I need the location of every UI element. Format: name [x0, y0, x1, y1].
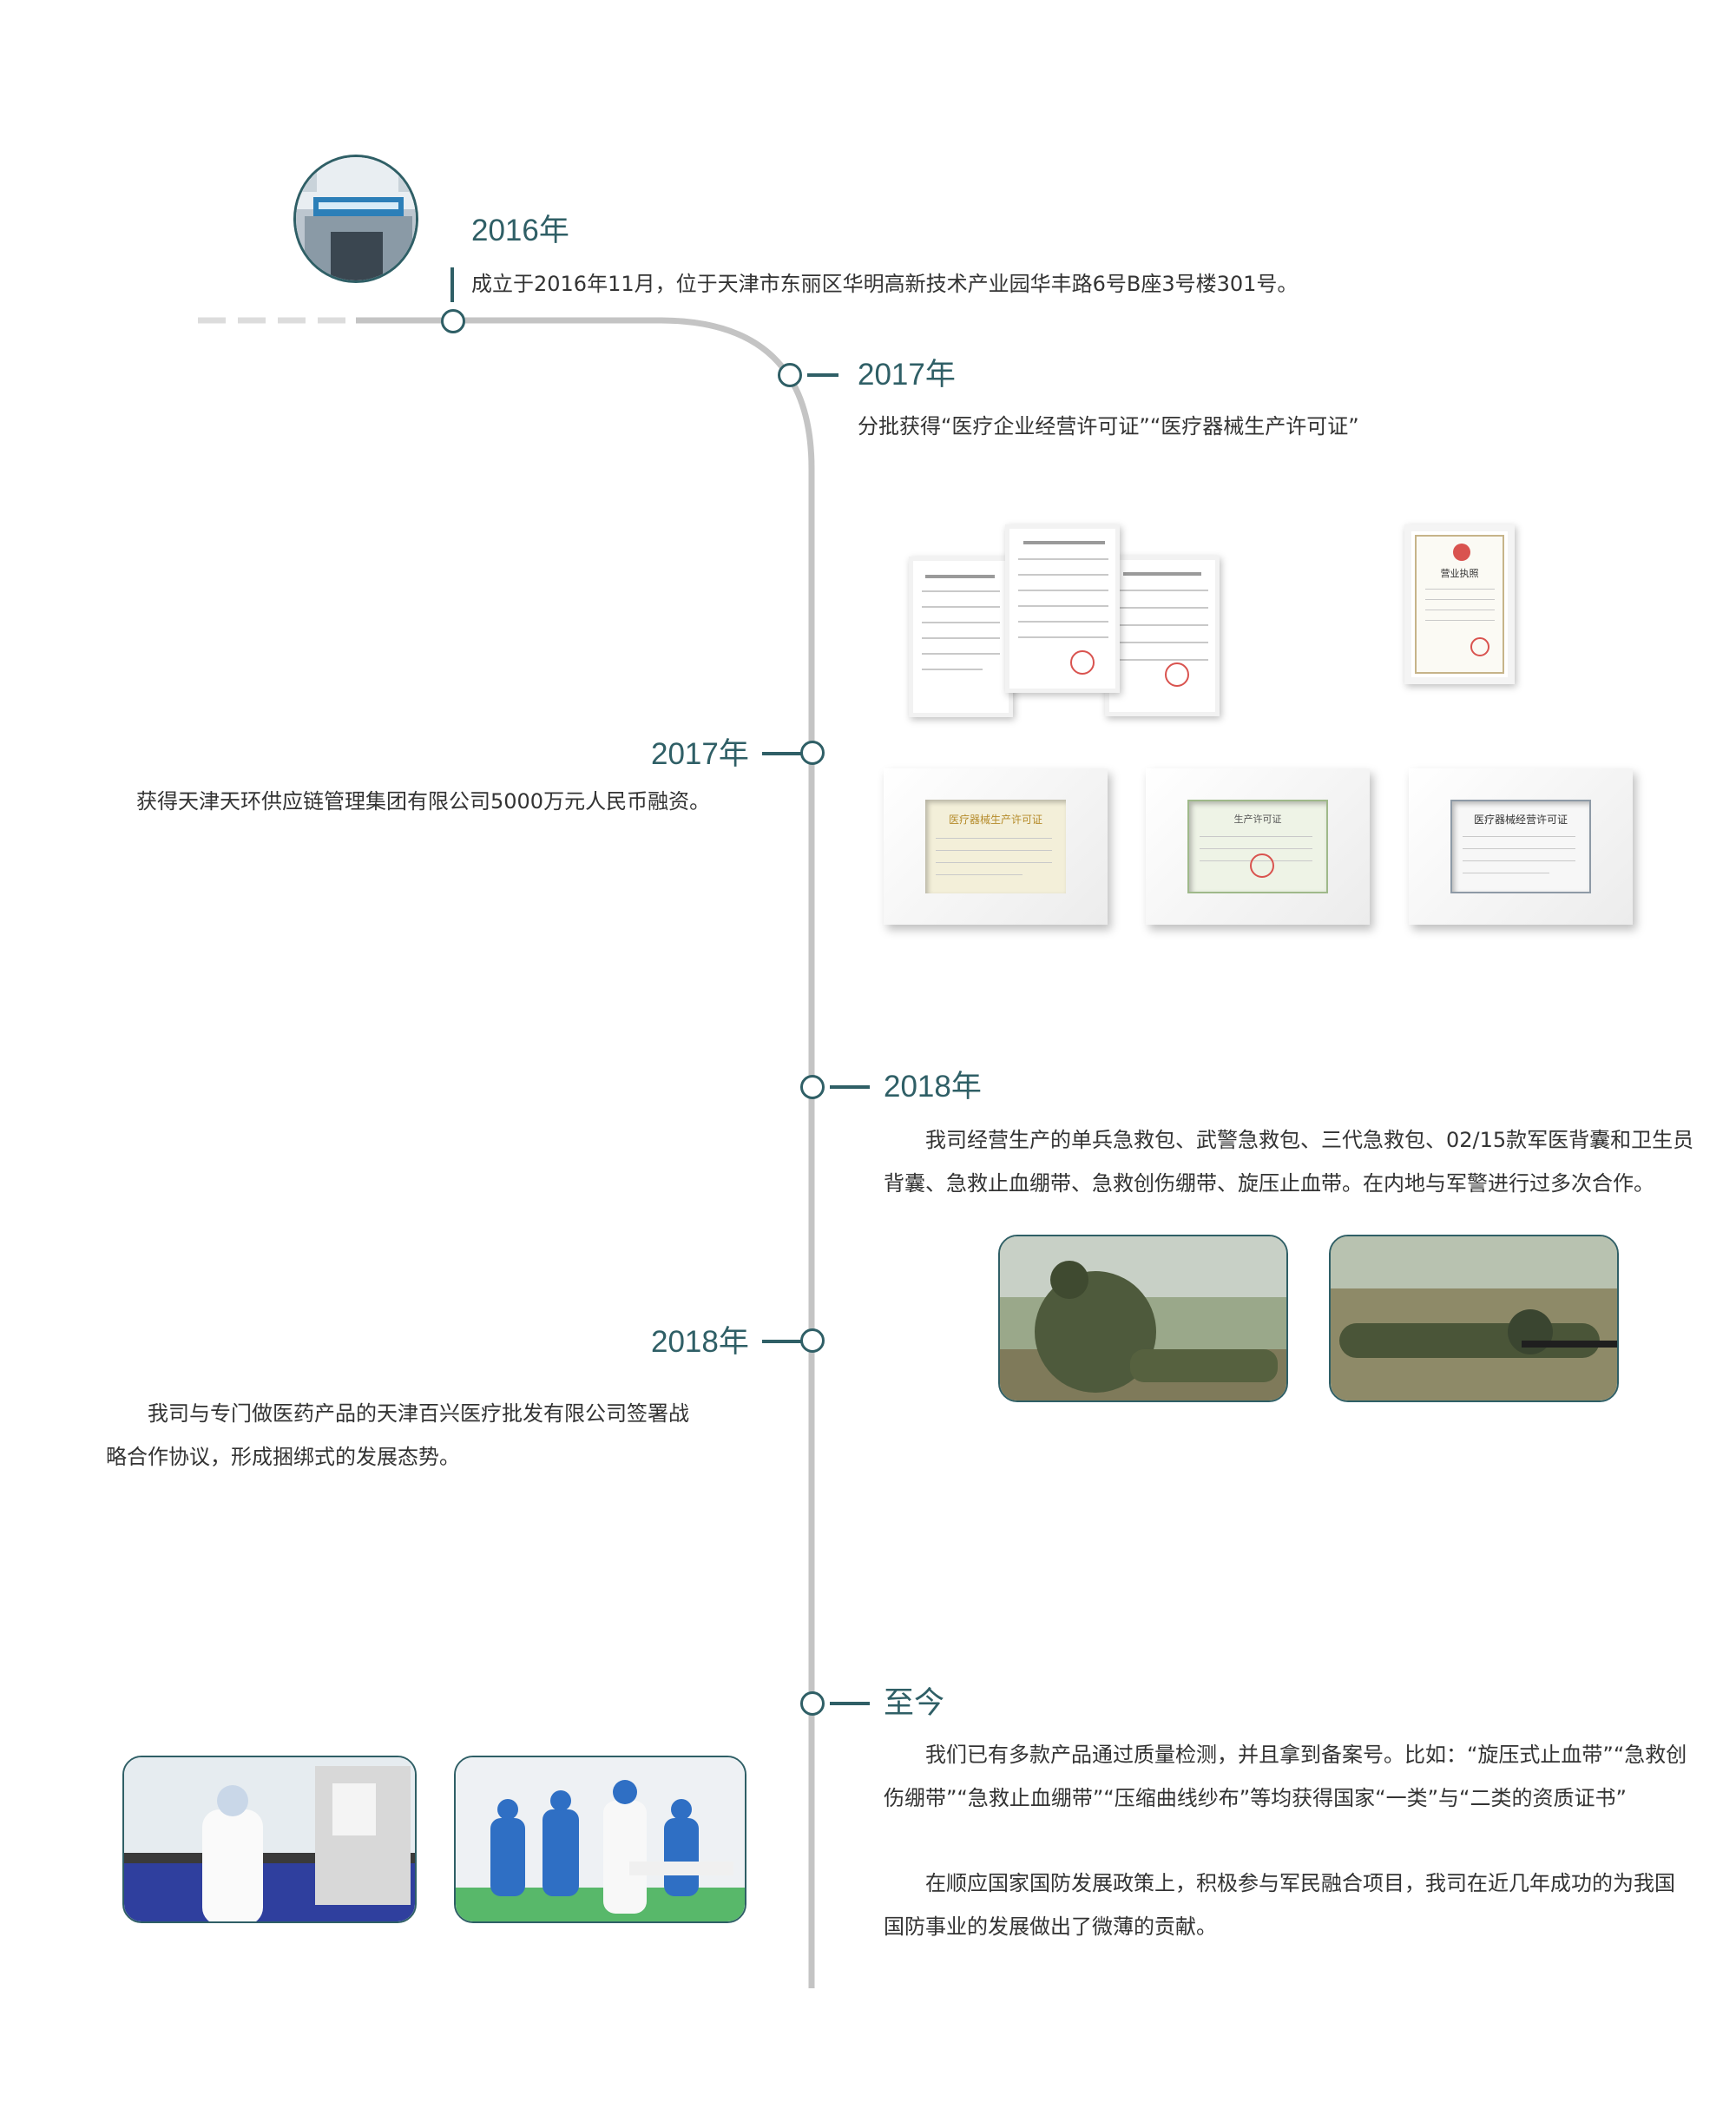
event-text-present-line-1: 我们已有多款产品通过质量检测，并且拿到备案号。比如：“旋压式止血带”“急救创: [925, 1743, 1687, 1767]
timeline-node-present: [800, 1691, 825, 1716]
event-text-present-line-3: 在顺应国家国防发展政策上，积极参与军民融合项目，我司在近几年成功的为我国: [925, 1871, 1675, 1895]
event-text-present-line-2: 伤绷带”“急救止血绷带”“压缩曲线纱布”等均获得国家“一类”与“二类的资质证书”: [884, 1786, 1627, 1810]
license-frame-2-title: 生产许可证: [1233, 814, 1282, 825]
workshop-photo-icon: [456, 1757, 745, 1921]
business-license-title: 营业执照: [1440, 568, 1479, 579]
event-text-2018b: 我司与专门做医药产品的天津百兴医疗批发有限公司签署战 略合作协议，形成捆绑式的发…: [106, 1392, 766, 1479]
timeline-node-2017b: [800, 741, 825, 765]
event-text-present-2: 在顺应国家国防发展政策上，积极参与军民融合项目，我司在近几年成功的为我国 国防事…: [884, 1862, 1736, 1948]
event-text-2018a-line-2: 背囊、急救止血绷带、急救创伤绷带、旋压止血带。在内地与军警进行过多次合作。: [884, 1171, 1654, 1196]
event-year-2016: 2016年: [471, 214, 569, 247]
timeline-node-2016: [441, 309, 465, 333]
event-text-2018b-line-2: 略合作协议，形成捆绑式的发展态势。: [106, 1445, 460, 1469]
timeline-connector: [762, 752, 802, 755]
event-year-2018b: 2018年: [651, 1325, 749, 1359]
event-year-present: 至今: [884, 1686, 945, 1720]
soldier-photo-icon: [1331, 1236, 1617, 1400]
timeline-connector: [830, 1085, 870, 1089]
building-photo-icon: [296, 157, 416, 280]
building-photo: [293, 155, 418, 283]
soldier-photo-1: [998, 1235, 1288, 1402]
event-year-2018a: 2018年: [884, 1070, 982, 1104]
timeline-node-2018b: [800, 1328, 825, 1353]
event-year-2017a: 2017年: [858, 358, 956, 392]
certificate-document-2: [1005, 524, 1120, 693]
event-text-2016: 成立于2016年11月，位于天津市东丽区华明高新技术产业园华丰路6号B座3号楼3…: [471, 272, 1299, 296]
timeline-connector: [807, 373, 838, 377]
license-frame-3-title: 医疗器械经营许可证: [1473, 814, 1568, 826]
soldier-photo-icon: [1000, 1236, 1286, 1400]
lab-photo: [122, 1756, 417, 1923]
event-text-2018b-line-1: 我司与专门做医药产品的天津百兴医疗批发有限公司签署战: [148, 1401, 689, 1426]
workshop-photo: [454, 1756, 746, 1923]
event-text-present-line-4: 国防事业的发展做出了微薄的贡献。: [884, 1914, 1217, 1939]
license-frame-1: 医疗器械生产许可证: [884, 768, 1108, 925]
event-text-2017b: 获得天津天环供应链管理集团有限公司5000万元人民币融资。: [136, 789, 711, 814]
license-frame-3: 医疗器械经营许可证: [1409, 768, 1633, 925]
timeline-node-2017a: [778, 363, 802, 387]
license-frame-1-title: 医疗器械生产许可证: [948, 814, 1042, 826]
event-text-2018a-line-1: 我司经营生产的单兵急救包、武警急救包、三代急救包、02/15款军医背囊和卫生员: [925, 1128, 1694, 1152]
license-frame-2: 生产许可证: [1146, 768, 1370, 925]
certificate-document-1: [909, 557, 1013, 717]
event-text-2018a: 我司经营生产的单兵急救包、武警急救包、三代急救包、02/15款军医背囊和卫生员 …: [884, 1118, 1736, 1205]
event-text-present-1: 我们已有多款产品通过质量检测，并且拿到备案号。比如：“旋压式止血带”“急救创 伤…: [884, 1733, 1736, 1820]
soldier-photo-2: [1329, 1235, 1619, 1402]
lab-photo-icon: [124, 1757, 415, 1921]
certificate-document-3: [1105, 556, 1220, 716]
business-license-frame: 营业执照: [1404, 524, 1515, 684]
timeline-node-2018a: [800, 1075, 825, 1099]
timeline-connector: [762, 1340, 802, 1343]
timeline-connector: [830, 1702, 870, 1705]
event-year-2017b: 2017年: [651, 737, 749, 771]
event-text-2017a: 分批获得“医疗企业经营许可证”“医疗器械生产许可证”: [858, 414, 1359, 438]
